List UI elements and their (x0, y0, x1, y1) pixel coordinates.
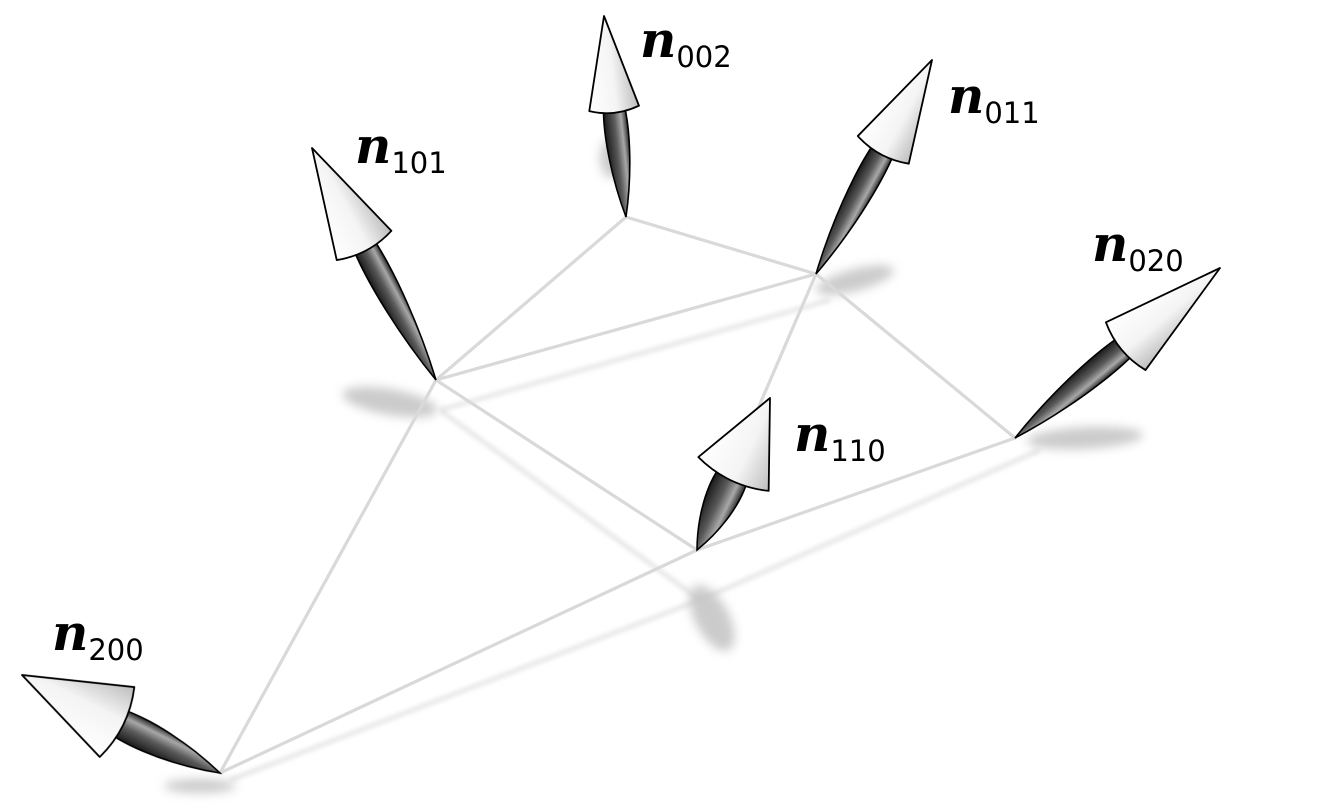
mesh-edge-n101-n011 (434, 272, 818, 382)
label-symbol: n (355, 116, 391, 175)
label-n020: n020 (1092, 214, 1184, 278)
arrow-head (1105, 267, 1221, 371)
normal-arrow-n110 (696, 397, 771, 552)
normal-arrow-n011 (815, 59, 933, 275)
arrow-shadow (342, 386, 438, 418)
arrow-shadow (1027, 426, 1143, 450)
arrow-head (21, 674, 136, 758)
label-symbol: n (1092, 214, 1128, 273)
mesh-edge-n200-n101 (218, 378, 438, 775)
normal-arrow-n002 (588, 15, 640, 218)
arrow-shadow (816, 265, 894, 295)
label-subscript: 020 (1128, 244, 1183, 278)
arrow-shaft (352, 237, 437, 381)
shadow-layer (164, 138, 1143, 793)
edge-shadow (699, 448, 1041, 602)
edge-shadows (229, 298, 1041, 782)
normal-arrow-n101 (311, 147, 437, 381)
mesh-edge-n101-n110 (434, 378, 699, 552)
mesh-edge-n101-n002 (434, 215, 628, 382)
arrow-head (311, 147, 393, 261)
edge-shadow (229, 598, 701, 782)
label-subscript: 002 (676, 40, 731, 74)
label-subscript: 110 (830, 434, 885, 468)
label-n011: n011 (948, 66, 1040, 130)
mesh-edge-n200-n110 (218, 548, 699, 775)
label-subscript: 011 (984, 96, 1039, 130)
arrow-head (856, 59, 933, 165)
normal-arrows (21, 15, 1221, 775)
edge-shadow (438, 408, 702, 602)
arrow-head (697, 397, 771, 492)
label-symbol: n (52, 603, 88, 662)
arrow-shadow (164, 779, 236, 793)
mesh-edge-n110-n020 (695, 436, 1017, 552)
label-symbol: n (640, 10, 676, 69)
arrow-shadow (689, 585, 735, 651)
normal-arrow-n200 (21, 674, 223, 775)
mesh-edges (218, 215, 1017, 775)
arrow-shaft (815, 141, 896, 275)
arrow-shadows (164, 138, 1143, 793)
label-subscript: 200 (88, 633, 143, 667)
edge-shadow (439, 298, 831, 412)
mesh-edge-n020-n011 (814, 272, 1017, 440)
label-subscript: 101 (391, 146, 446, 180)
label-n110: n110 (794, 404, 886, 468)
label-symbol: n (948, 66, 984, 125)
normal-labels: n200 n110 n020 n101 n011 n002 (52, 10, 1184, 667)
arrow-head (588, 15, 640, 115)
label-n101: n101 (355, 116, 447, 180)
normal-arrow-n020 (1014, 267, 1221, 439)
label-symbol: n (794, 404, 830, 463)
mesh-edge-n011-n002 (624, 215, 818, 276)
label-n002: n002 (640, 10, 732, 74)
label-n200: n200 (52, 603, 144, 667)
